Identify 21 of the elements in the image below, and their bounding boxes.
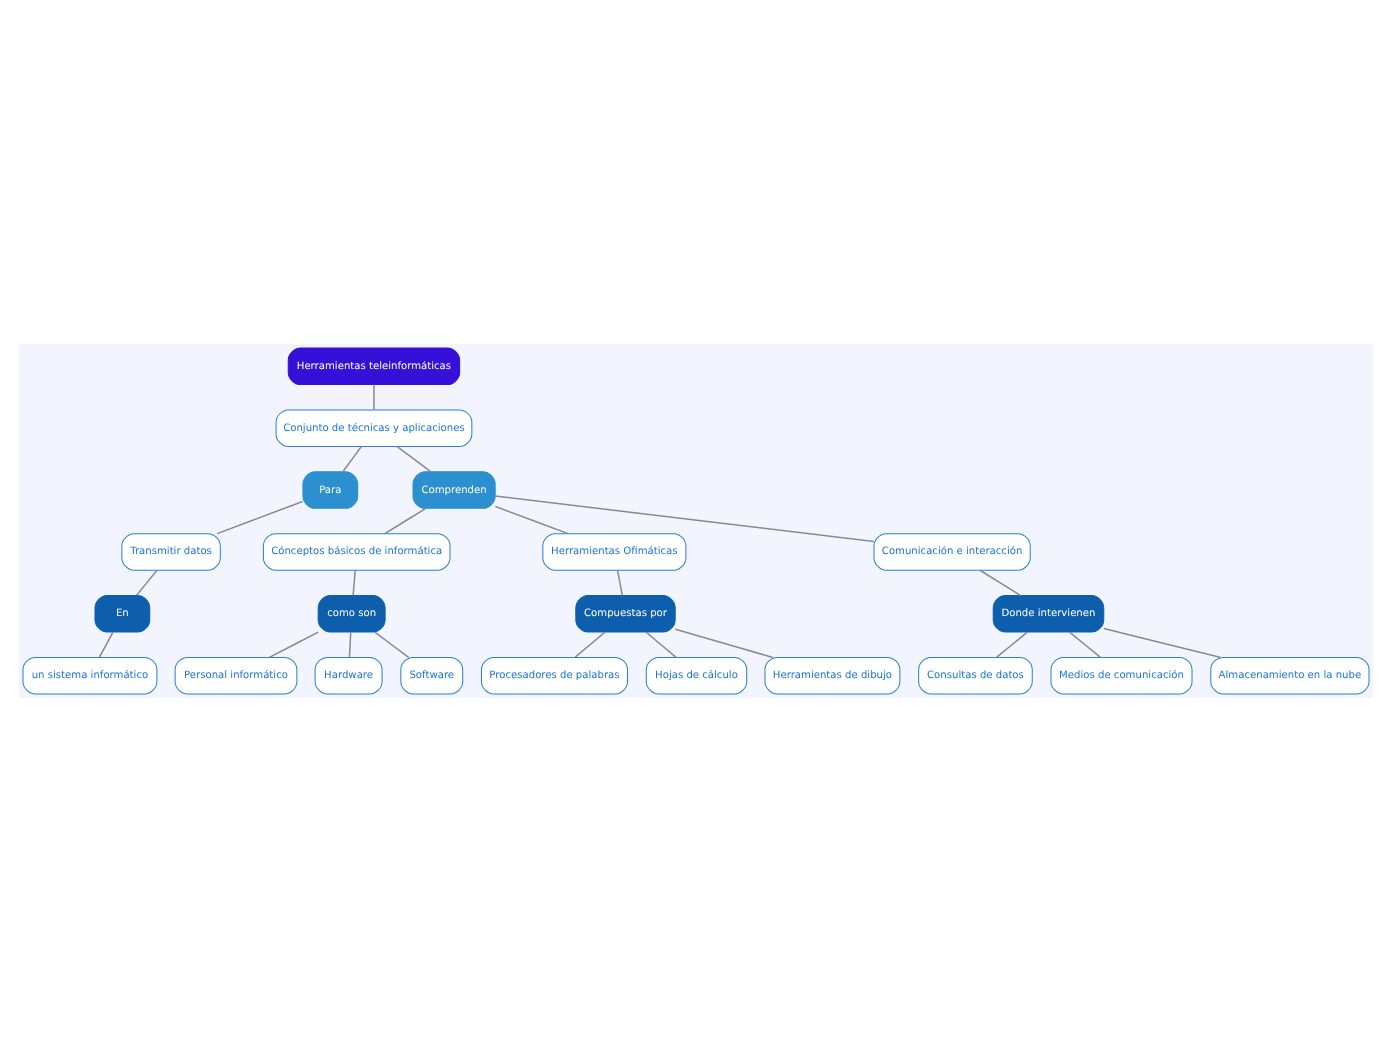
connector bbox=[979, 568, 1022, 596]
connector bbox=[384, 506, 427, 534]
connector bbox=[645, 630, 677, 657]
connector bbox=[373, 382, 375, 410]
connector bbox=[396, 444, 432, 472]
connector bbox=[98, 630, 114, 657]
connector bbox=[494, 504, 569, 534]
connector bbox=[135, 568, 158, 596]
connector bbox=[268, 630, 319, 658]
connector bbox=[616, 568, 623, 596]
connector bbox=[348, 630, 352, 657]
connector bbox=[374, 630, 410, 658]
connector bbox=[1068, 630, 1101, 657]
connector bbox=[494, 494, 875, 542]
connector bbox=[342, 444, 363, 472]
connector bbox=[674, 627, 774, 658]
connector bbox=[574, 630, 606, 657]
connector bbox=[996, 630, 1029, 657]
connector bbox=[216, 499, 304, 534]
connector bbox=[1103, 626, 1221, 658]
connector bbox=[352, 568, 356, 596]
